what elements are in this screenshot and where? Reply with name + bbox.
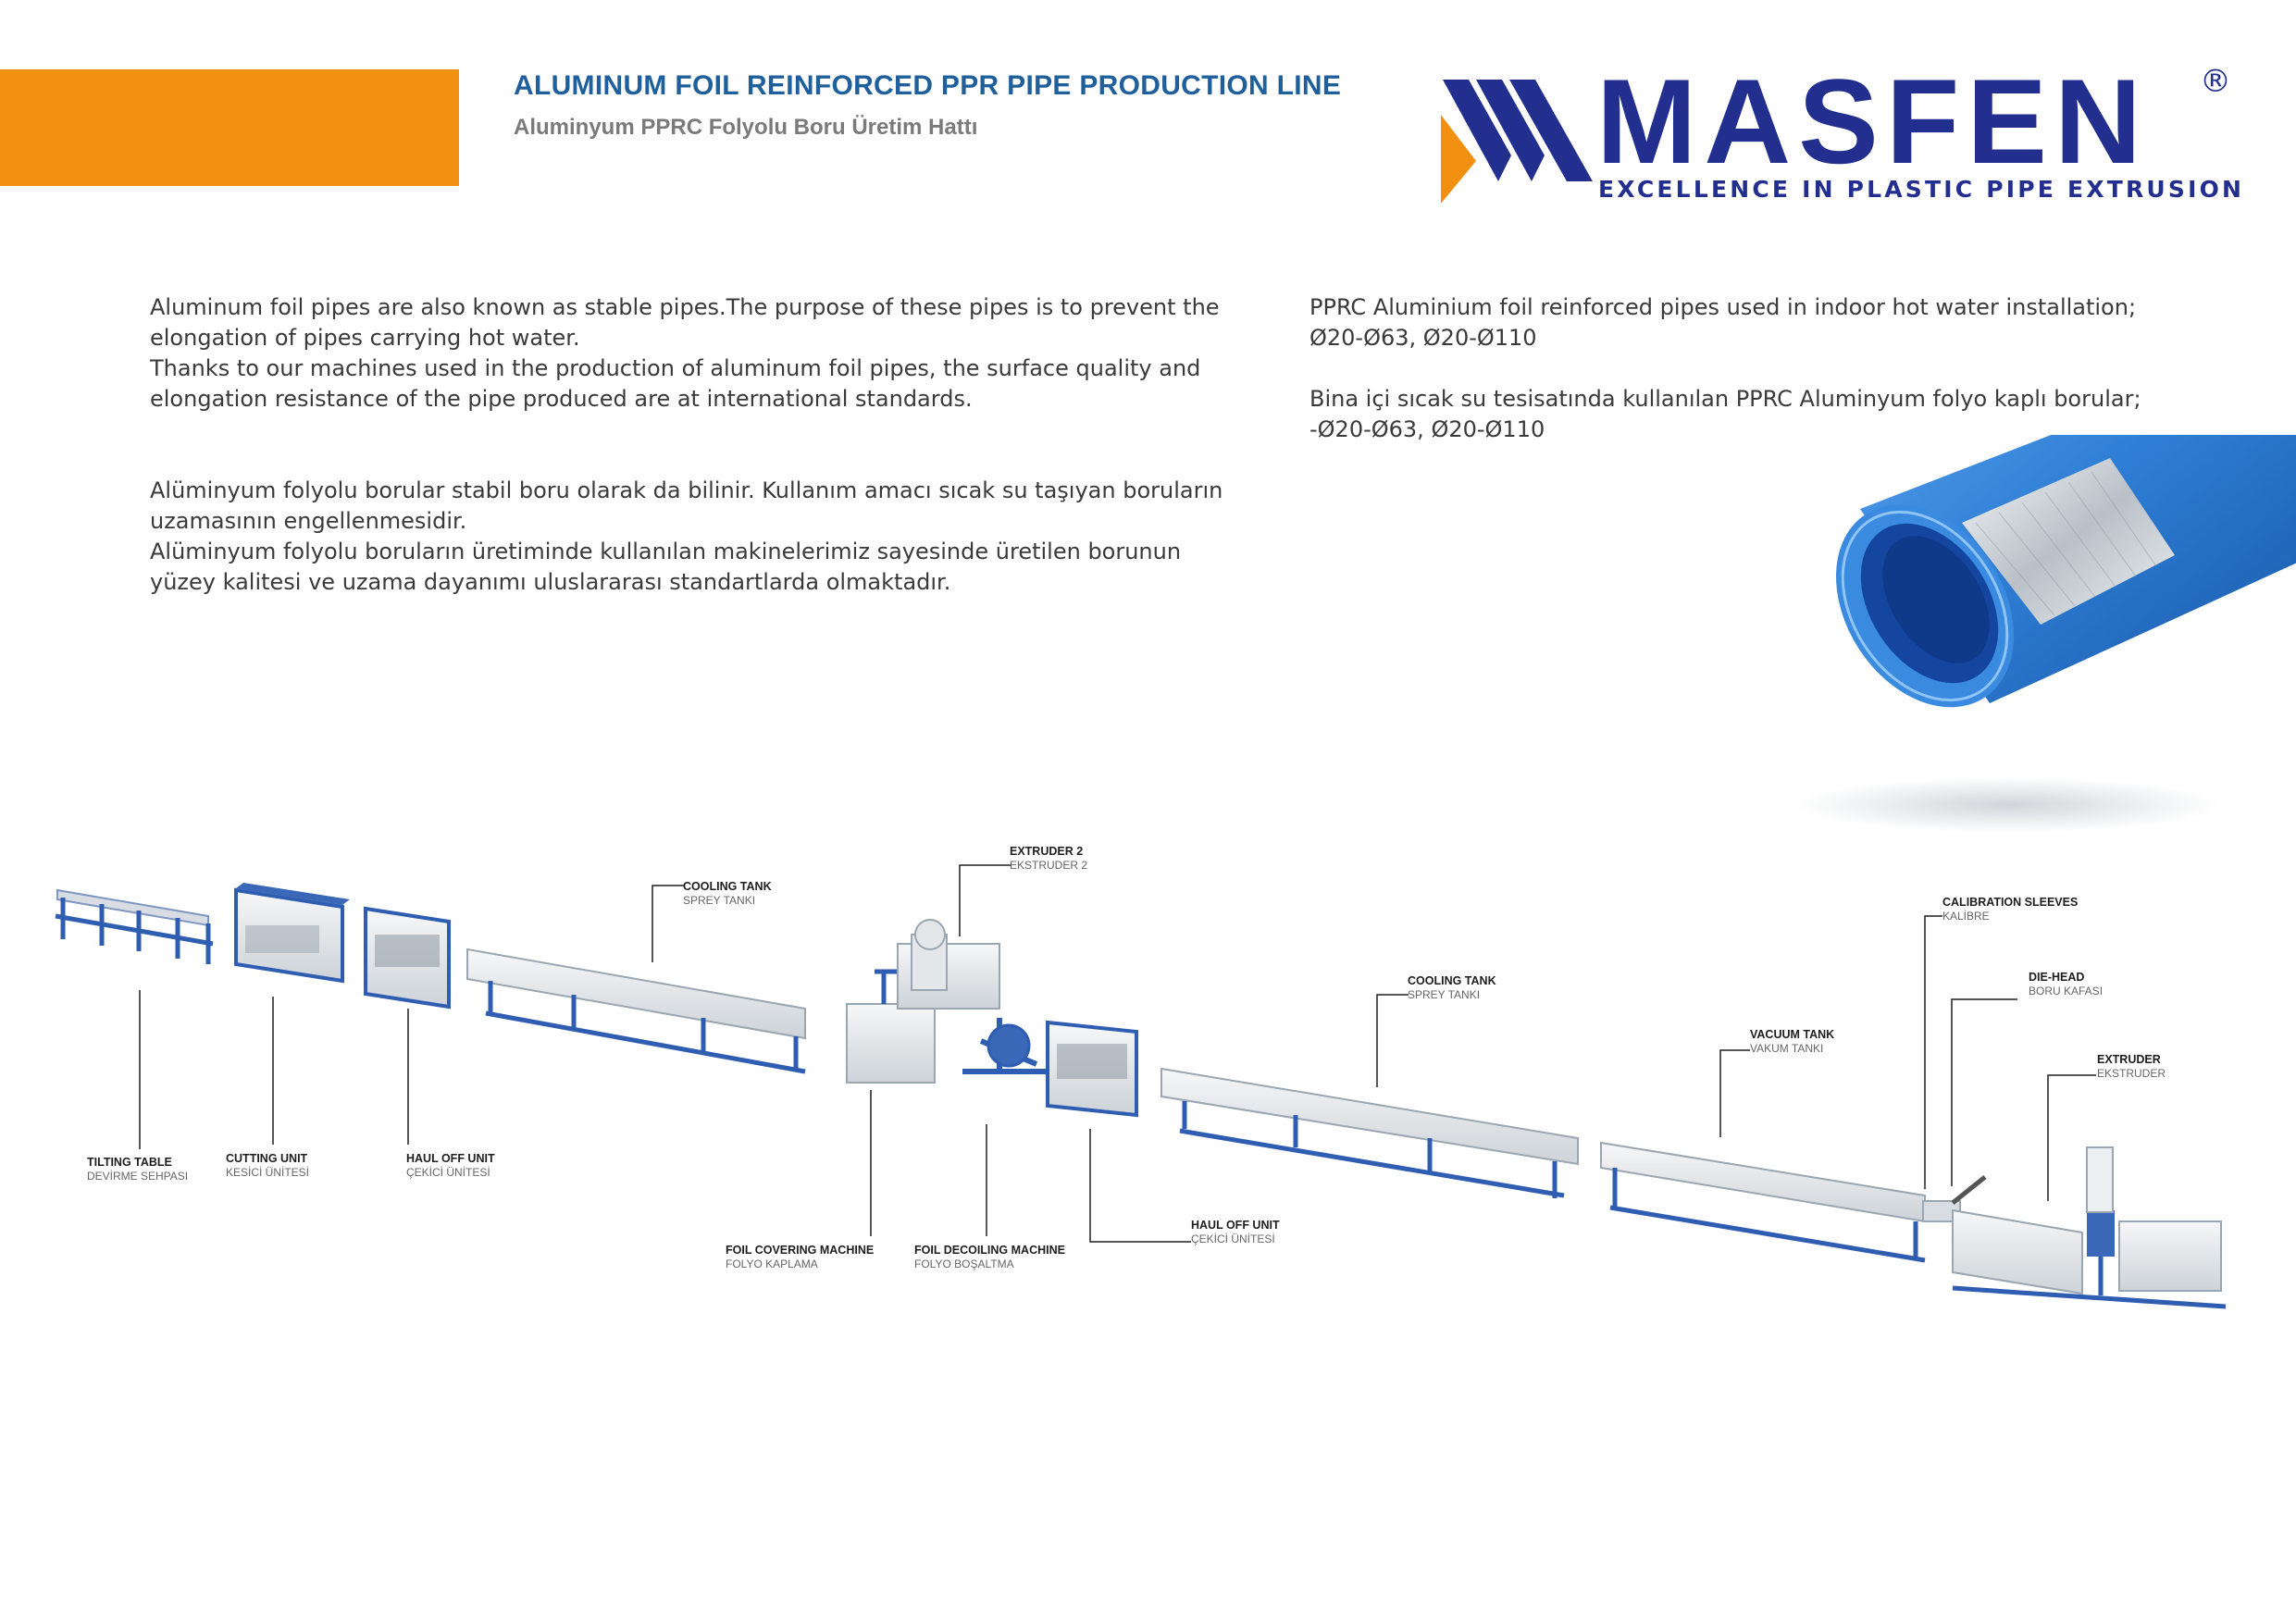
- callout-haul-off-2: HAUL OFF UNIT ÇEKİCİ ÜNİTESİ: [1191, 1219, 1280, 1245]
- callout-die-head: DIE-HEAD BORU KAFASI: [2029, 971, 2104, 997]
- usage-en-line-2: Ø20-Ø63, Ø20-Ø110: [1309, 325, 1537, 351]
- usage-text: PPRC Aluminium foil reinforced pipes use…: [1309, 292, 2142, 445]
- cooling-tank-1-machine: [466, 948, 806, 1074]
- foil-decoiling-machine: [962, 1018, 1046, 1074]
- vacuum-tank-machine: [1600, 1141, 1926, 1263]
- usage-en-line-1: PPRC Aluminium foil reinforced pipes use…: [1309, 294, 2137, 320]
- callout-cutting-unit: CUTTING UNIT KESİCİ ÜNİTESİ: [226, 1152, 310, 1179]
- main-extruder-machine: [1952, 1146, 2227, 1309]
- production-line-diagram: [55, 864, 2227, 1309]
- masfen-logo: MASFEN ® EXCELLENCE IN PLASTIC PIPE EXTR…: [1439, 61, 2241, 213]
- intro-tr-paragraph-1: Alüminyum folyolu borular stabil boru ol…: [150, 477, 1223, 534]
- intro-en-paragraph-2: Thanks to our machines used in the produ…: [150, 355, 1201, 412]
- logo-tagline: EXCELLENCE IN PLASTIC PIPE EXTRUSION: [1598, 176, 2245, 203]
- leader-cooling-tank-2: [1376, 994, 1409, 1087]
- extruder-2-machine: [897, 919, 1000, 1010]
- registered-mark: ®: [2200, 63, 2231, 100]
- logo-wordmark: MASFEN: [1596, 54, 2149, 189]
- callout-haul-off-1: HAUL OFF UNIT ÇEKİCİ ÜNİTESİ: [406, 1152, 495, 1179]
- callout-extruder-2: EXTRUDER 2 EKSTRUDER 2: [1010, 845, 1088, 872]
- callout-extruder: EXTRUDER EKSTRUDER: [2097, 1053, 2166, 1080]
- cooling-tank-2-machine: [1160, 1067, 1579, 1198]
- calibration-die-head-machine: [1922, 1175, 1987, 1222]
- leader-calibration-sleeves: [1924, 915, 1942, 1189]
- callout-cooling-tank-1: COOLING TANK SPREY TANKI: [683, 880, 772, 907]
- tilting-table-machine: [55, 888, 214, 964]
- page-title: ALUMINUM FOIL REINFORCED PPR PIPE PRODUC…: [514, 70, 1342, 101]
- intro-text: Aluminum foil pipes are also known as st…: [150, 292, 1223, 598]
- callout-foil-covering: FOIL COVERING MACHINE FOLYO KAPLAMA: [726, 1244, 875, 1270]
- cutting-unit-machine: [234, 883, 350, 984]
- leader-extruder: [2047, 1074, 2096, 1201]
- intro-tr-paragraph-2: Alüminyum folyolu boruların üretiminde k…: [150, 539, 1182, 595]
- usage-tr-line-1: Bina içi sıcak su tesisatında kullanılan…: [1309, 386, 2141, 412]
- masfen-logo-mark-icon: [1441, 80, 1593, 204]
- page-subtitle: Aluminyum PPRC Folyolu Boru Üretim Hattı: [514, 115, 978, 140]
- orange-accent-bar: [0, 69, 459, 186]
- leader-vacuum-tank: [1719, 1049, 1750, 1137]
- callout-vacuum-tank: VACUUM TANK VAKUM TANKI: [1750, 1028, 1835, 1055]
- haul-off-unit-2-machine: [1046, 1020, 1138, 1118]
- leader-extruder-2: [959, 864, 1011, 936]
- callout-cooling-tank-2: COOLING TANK SPREY TANKI: [1408, 974, 1496, 1001]
- intro-en-paragraph-1: Aluminum foil pipes are also known as st…: [150, 294, 1220, 351]
- callout-calibration-sleeves: CALIBRATION SLEEVES KALİBRE: [1942, 896, 2079, 923]
- haul-off-unit-1-machine: [364, 906, 451, 1010]
- leader-cooling-tank-1: [652, 885, 684, 962]
- usage-tr-line-2: -Ø20-Ø63, Ø20-Ø110: [1309, 416, 1545, 442]
- callout-foil-decoiling: FOIL DECOILING MACHINE FOLYO BOŞALTMA: [914, 1244, 1065, 1270]
- leader-die-head: [1951, 998, 2017, 1186]
- aluminum-foil-pipe-image: [1795, 435, 2296, 833]
- callout-tilting-table: TILTING TABLE DEVİRME SEHPASI: [87, 1156, 189, 1183]
- leader-haul-off-2: [1089, 1129, 1191, 1243]
